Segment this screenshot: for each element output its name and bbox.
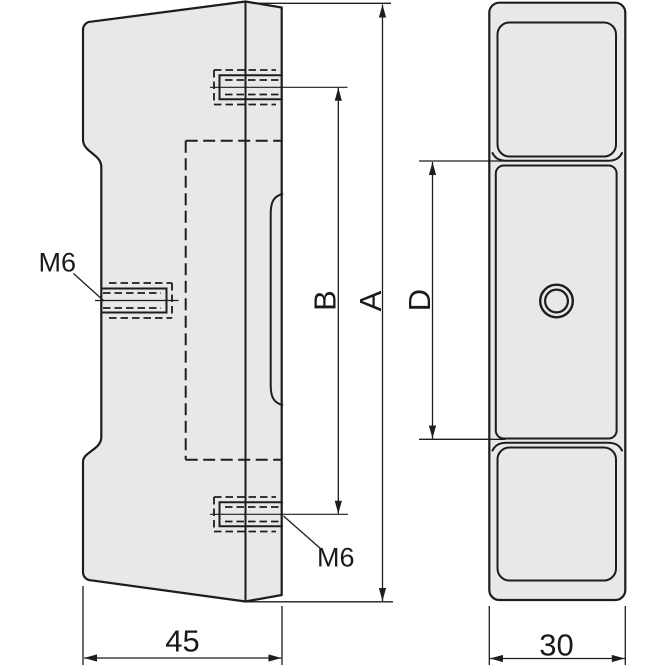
- dim-a-arrow-up: [378, 4, 387, 18]
- m6-top-label: M6: [39, 248, 77, 278]
- middle-web: [494, 164, 618, 440]
- m6-bottom-leader-line: [283, 515, 322, 550]
- dim-30-arrow-left: [490, 654, 503, 663]
- dim-b-arrow-up: [334, 87, 342, 101]
- dim-d-arrow-up: [428, 162, 437, 175]
- step-line-top: [491, 152, 623, 162]
- mounting-hole: [539, 283, 575, 319]
- side-view: [81, 0, 348, 603]
- hole-top-core: [218, 74, 283, 101]
- grip-groove-line: [269, 193, 284, 406]
- dimension-depth-45: 45: [82, 586, 283, 665]
- dimension-b: B: [308, 87, 343, 514]
- threaded-hole-left: [95, 282, 179, 319]
- dimension-a: A: [245, 2, 393, 603]
- mounting-hole-inner-circle: [543, 288, 569, 314]
- m6-bottom-label: M6: [317, 543, 355, 573]
- front-view: [488, 1, 627, 602]
- side-view-outline: [81, 0, 283, 603]
- dim-45-label: 45: [165, 624, 199, 659]
- dim-45-arrow-left: [84, 654, 97, 662]
- threaded-hole-top: [210, 69, 348, 106]
- dim-a-label: A: [353, 290, 388, 311]
- hole-bottom-core: [218, 501, 283, 528]
- dim-30-arrow-right: [611, 654, 625, 663]
- bottom-pad: [496, 446, 617, 582]
- dim-d-arrow-down: [428, 425, 437, 439]
- dim-45-arrow-right: [268, 654, 282, 662]
- m6-top-leader-line: [73, 273, 105, 302]
- dim-d-label: D: [402, 289, 437, 311]
- thread-callout-bottom: M6: [283, 515, 355, 573]
- hidden-contour: [184, 139, 282, 461]
- dimension-width-30: 30: [488, 606, 626, 665]
- dim-30-label: 30: [539, 628, 573, 663]
- step-line-bottom: [491, 441, 623, 452]
- hole-left-core: [102, 287, 168, 314]
- top-pad: [496, 21, 617, 158]
- thread-callout-top: M6: [39, 248, 105, 302]
- mounting-hole-outer-circle: [539, 283, 575, 319]
- dim-a-arrow-down: [378, 588, 387, 601]
- dim-b-arrow-down: [334, 500, 342, 514]
- dimension-d: D: [402, 160, 506, 440]
- threaded-hole-bottom: [210, 496, 348, 533]
- dim-b-label: B: [308, 290, 343, 311]
- dimensions: A B D 45: [39, 2, 626, 665]
